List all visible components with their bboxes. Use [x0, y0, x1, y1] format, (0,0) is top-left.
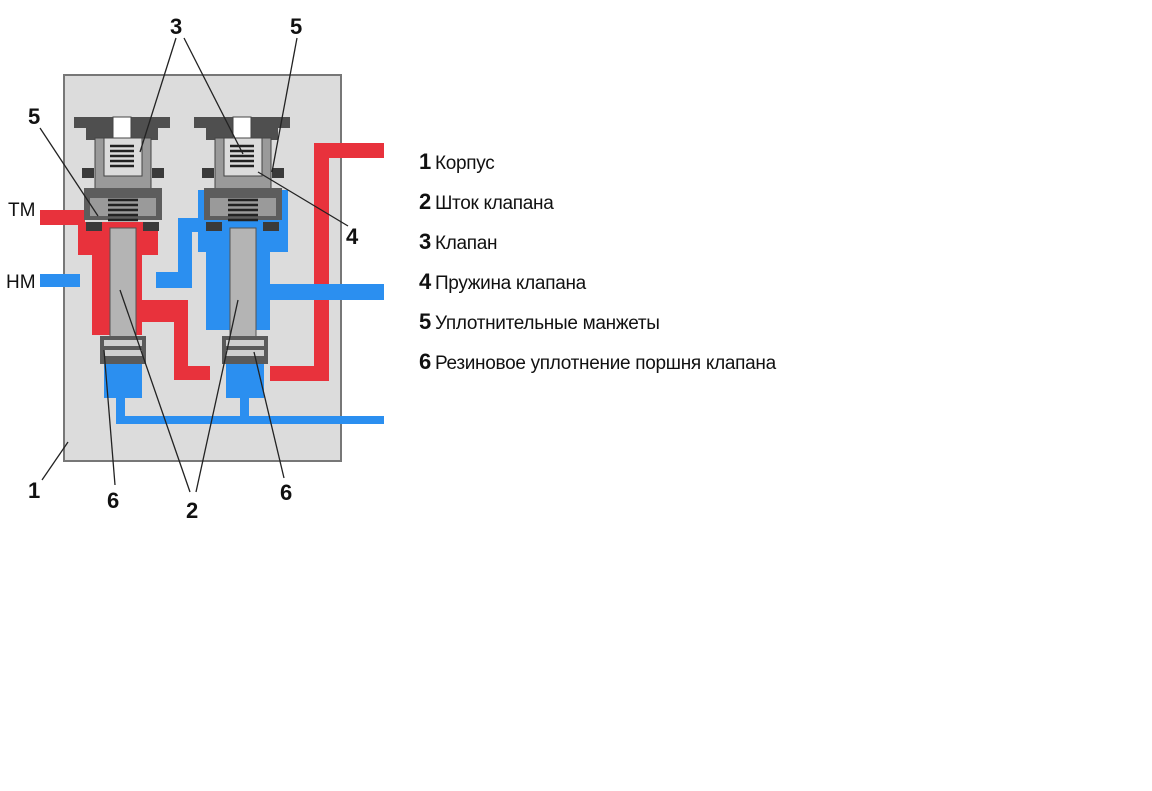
legend-number: 1 — [419, 149, 431, 174]
port-label-tm: ТМ — [8, 200, 35, 221]
callout-6-left: 6 — [107, 488, 119, 513]
callout-1: 1 — [28, 478, 40, 503]
port-label-nm: НМ — [6, 272, 36, 293]
legend-number: 4 — [419, 269, 431, 294]
legend-text: Уплотнительные манжеты — [434, 313, 660, 334]
legend-number: 3 — [419, 229, 431, 254]
leader-lines — [39, 37, 349, 493]
legend-text: Резиновое уплотнение поршня клапана — [434, 353, 776, 374]
callout-5-right: 5 — [290, 14, 302, 39]
legend-number: 6 — [419, 349, 431, 374]
callout-2: 2 — [186, 498, 198, 523]
legend-text: Пружина клапана — [434, 273, 586, 294]
callout-4: 4 — [346, 224, 359, 249]
callout-5-left: 5 — [28, 104, 40, 129]
legend-text: Клапан — [434, 233, 498, 254]
legend-text: Корпус — [434, 153, 495, 174]
right-valve — [194, 116, 290, 364]
legend-text: Шток клапана — [434, 193, 554, 214]
left-valve — [74, 116, 170, 364]
callout-3: 3 — [170, 14, 182, 39]
legend-number: 2 — [419, 189, 431, 214]
callout-6-right: 6 — [280, 480, 292, 505]
legend-number: 5 — [419, 309, 431, 334]
